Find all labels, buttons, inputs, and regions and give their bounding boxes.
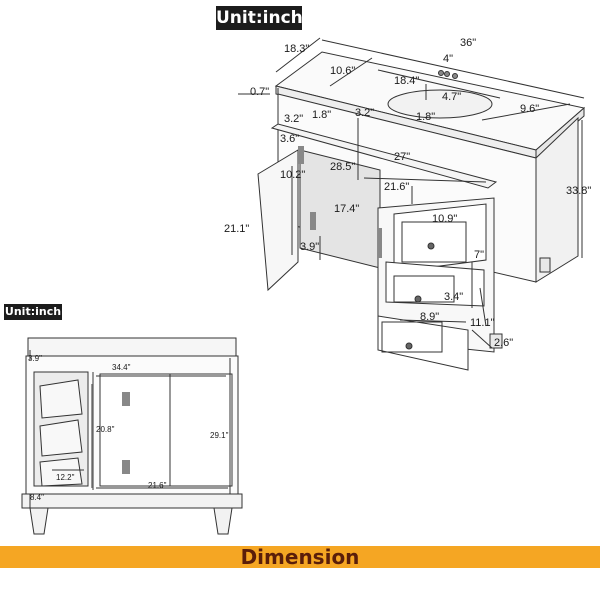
dimension-3-2-left: 3.2" [284, 113, 303, 125]
footer-banner [0, 546, 600, 568]
footer-title: Dimension [0, 545, 600, 569]
dimension-8-9: 8.9" [420, 311, 439, 323]
unit-label-bottom: Unit:inch [4, 304, 62, 320]
dimension-1-8-center: 1.8" [416, 111, 435, 123]
dimension-3-2-center: 3.2" [355, 107, 374, 119]
dimension-foot-2-6: 2.6" [494, 337, 513, 349]
dimension-7: 7" [474, 249, 484, 261]
vanity-front-view [21, 337, 243, 535]
dimension-21-6: 21.6" [384, 181, 409, 193]
front-dimension-21-6: 21.6" [148, 481, 167, 490]
unit-label-top: Unit:inch [216, 6, 303, 30]
front-dimension-34-4: 34.4" [112, 363, 131, 372]
dimension-top-thickness-0-7: 0.7" [250, 86, 269, 98]
hinge-icon [298, 146, 304, 164]
dimension-height-33-8: 33.8" [566, 185, 591, 197]
dimension-17-4: 17.4" [334, 203, 359, 215]
hinge-icon [310, 212, 316, 230]
dimension-width-36: 36" [460, 37, 476, 49]
dimension-4-7: 4.7" [442, 91, 461, 103]
dimension-10-6: 10.6" [330, 65, 355, 77]
dimension-11-1: 11.1" [470, 317, 495, 329]
dimension-3-9: 3.9" [300, 241, 319, 253]
dimension-sink-18-4: 18.4" [394, 75, 419, 87]
dimension-3-6: 3.6" [280, 133, 299, 145]
dimension-door-21-1: 21.1" [224, 223, 249, 235]
dimension-depth-18-3: 18.3" [284, 43, 309, 55]
dimension-drawer-10-9: 10.9" [432, 213, 457, 225]
vanity-cabinet-body [257, 93, 579, 371]
dimension-27: 27" [394, 151, 410, 163]
dimension-9-6: 9.6" [520, 103, 539, 115]
door-handle-icon [378, 228, 382, 258]
front-dimension-3-9: 3.9" [28, 354, 42, 363]
dimension-1-8-left: 1.8" [312, 109, 331, 121]
vanity-top-countertop [274, 51, 586, 160]
front-dimension-12-2: 12.2" [56, 473, 75, 482]
dimension-28-5: 28.5" [330, 161, 355, 173]
front-dimension-29-1: 29.1" [210, 431, 229, 440]
dimension-faucet-4: 4" [443, 53, 453, 65]
front-dimension-20-8: 20.8" [96, 425, 115, 434]
dimension-3-4: 3.4" [444, 291, 463, 303]
dimension-10-2: 10.2" [280, 169, 305, 181]
footer-title-text: Dimension [240, 545, 360, 569]
front-dimension-8-4: 8.4" [30, 493, 44, 502]
